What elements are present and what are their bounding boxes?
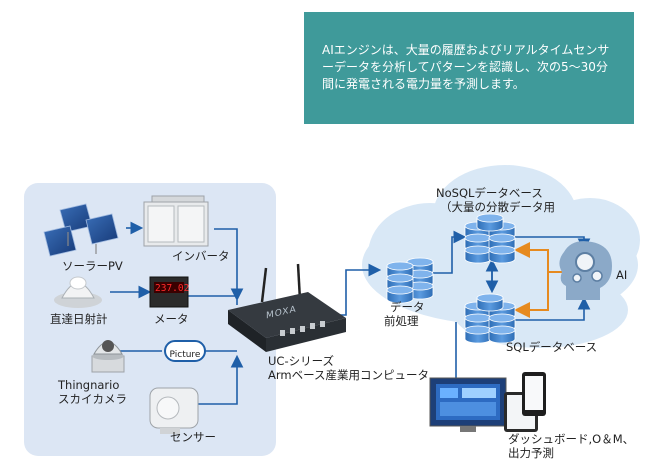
inverter-icon (143, 195, 209, 247)
sensor-label: センサー (170, 430, 216, 444)
sky-camera-icon (91, 340, 125, 373)
uc-series-label-2: Armベース産業用コンピュータ (268, 368, 430, 382)
ai-engine-callout: AIエンジンは、大量の履歴およびリアルタイムセンサーデータを分析してパターンを認… (304, 12, 634, 124)
nosql-db-icon (464, 213, 516, 264)
preprocess-db-icon (386, 257, 434, 304)
uc-series-label-1: UC-シリーズ (268, 354, 335, 368)
field-devices-box (24, 183, 276, 456)
dashboard-monitor-icon (429, 377, 507, 432)
dashboard-label-2: 出力予測 (508, 446, 554, 460)
dashboard-tablet-icon (504, 372, 546, 432)
preprocess-label-1: データ (390, 300, 425, 314)
meter-reading: 237.02 (155, 283, 190, 294)
sky-camera-label-1: Thingnario (58, 378, 120, 392)
meter-label: メータ (154, 312, 189, 326)
dashboard-label-1: ダッシュボード,O＆M、 (508, 432, 635, 446)
meter-icon (149, 276, 189, 308)
solar-panel-icon (43, 203, 119, 257)
preprocess-label-2: 前処理 (384, 314, 419, 328)
nosql-label-1: NoSQLデータベース (436, 186, 543, 200)
ai-label: AI (616, 268, 628, 282)
solar-pv-label: ソーラーPV (62, 259, 123, 273)
pyranometer-label: 直達日射計 (50, 312, 108, 326)
nosql-label-2: （大量の分散データ用 (440, 200, 555, 214)
moxa-uc-computer-icon (228, 263, 346, 352)
sql-db-label: SQLデータベース (506, 340, 598, 354)
sensor-icon (149, 387, 199, 434)
inverter-label: インバータ (172, 249, 230, 263)
sky-camera-label-2: スカイカメラ (58, 392, 127, 406)
ai-head-icon (559, 241, 612, 300)
picture-badge-label: Picture (169, 350, 201, 360)
sql-db-icon (464, 293, 516, 344)
picture-badge: Picture (164, 340, 206, 362)
pyranometer-icon (54, 276, 102, 308)
